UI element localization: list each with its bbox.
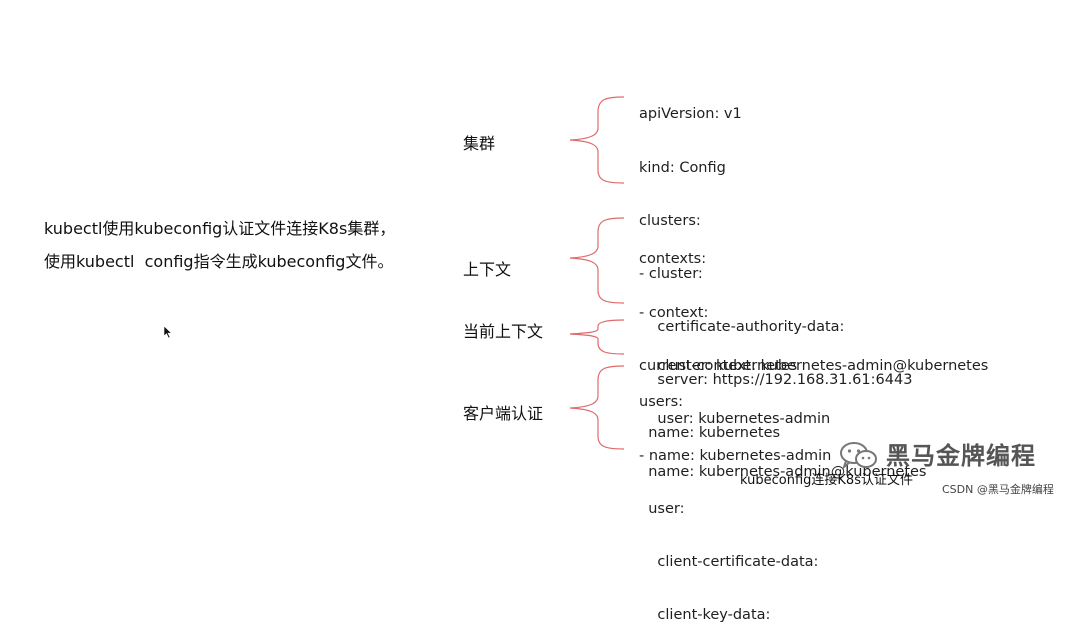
code-line: - cluster: (639, 265, 703, 282)
code-line: client-certificate-data: (639, 553, 819, 570)
code-line: certificate-authority-data: (639, 318, 845, 335)
code-line: server: https://192.168.31.61:6443 (639, 371, 913, 388)
brace-current-context (569, 319, 625, 355)
wechat-icon (840, 442, 877, 471)
code-line: apiVersion: v1 (639, 106, 742, 123)
code-block-current-context: current-context: kubernetes-admin@kubern… (639, 323, 988, 394)
code-line: name: kubernetes (639, 425, 781, 442)
code-line: client-key-data: (639, 606, 771, 623)
code-line: contexts: (639, 251, 707, 268)
intro-line-2: 使用kubectl config指令生成kubeconfig文件。 (44, 252, 394, 271)
watermark-csdn: CSDN @黑马金牌编程 (942, 483, 1054, 496)
code-line: clusters: (639, 212, 701, 229)
code-line: user: (639, 500, 685, 517)
brace-context (569, 217, 625, 304)
label-current-context: 当前上下文 (463, 322, 544, 341)
code-line: - context: (639, 304, 709, 321)
code-block-cluster: apiVersion: v1 kind: Config clusters: - … (639, 71, 912, 460)
label-context: 上下文 (463, 260, 512, 279)
code-block-user-auth: users: - name: kubernetes-admin user: cl… (639, 359, 831, 642)
brace-user-auth (569, 365, 625, 450)
intro-line-1: kubectl使用kubeconfig认证文件连接K8s集群， (44, 219, 396, 238)
watermark-brand: 黑马金牌编程 (886, 442, 1036, 470)
label-cluster: 集群 (463, 134, 496, 153)
code-line: current-context: kubernetes-admin@kubern… (639, 358, 989, 375)
code-line: cluster: kubernetes (639, 357, 798, 374)
code-line: kind: Config (639, 159, 726, 176)
label-user-auth: 客户端认证 (463, 404, 544, 423)
code-block-context: contexts: - context: cluster: kubernetes… (639, 216, 927, 499)
code-line: user: kubernetes-admin (639, 410, 831, 427)
caption: kubeconfig连接K8s认证文件 (740, 473, 913, 488)
brace-cluster (569, 96, 625, 184)
code-line: - name: kubernetes-admin (639, 447, 832, 464)
mouse-cursor-icon (163, 325, 173, 339)
code-line: users: (639, 394, 684, 411)
code-line: name: kubernetes-admin@kubernetes (639, 463, 927, 480)
